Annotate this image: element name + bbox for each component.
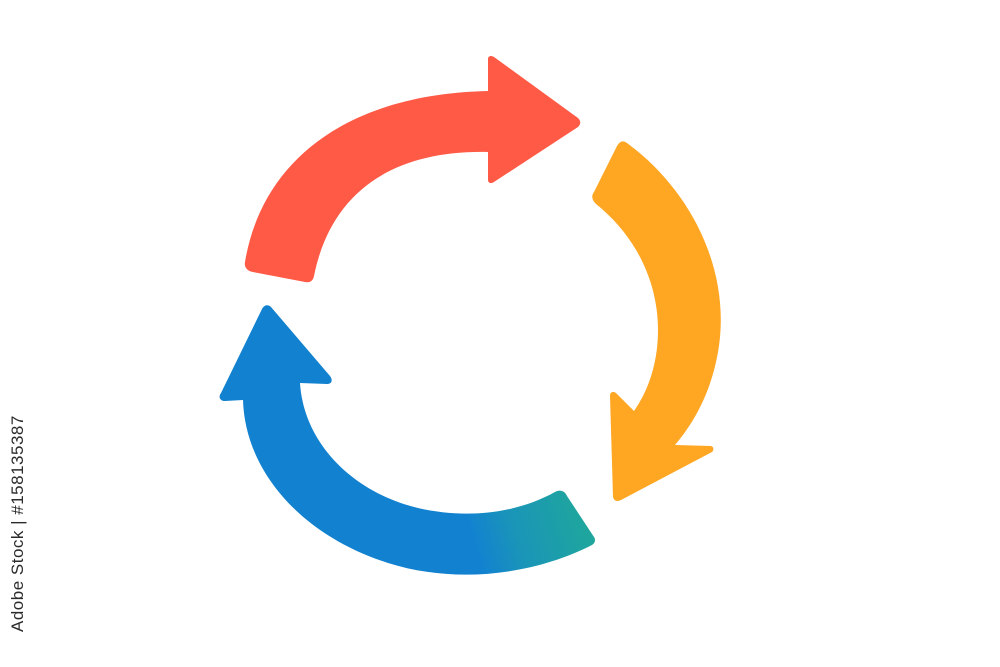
blue-arrow: [219, 305, 596, 575]
orange-arrow: [592, 141, 721, 501]
red-arrow: [244, 55, 581, 283]
stock-id-watermark: Adobe Stock | #158135387: [8, 415, 27, 632]
